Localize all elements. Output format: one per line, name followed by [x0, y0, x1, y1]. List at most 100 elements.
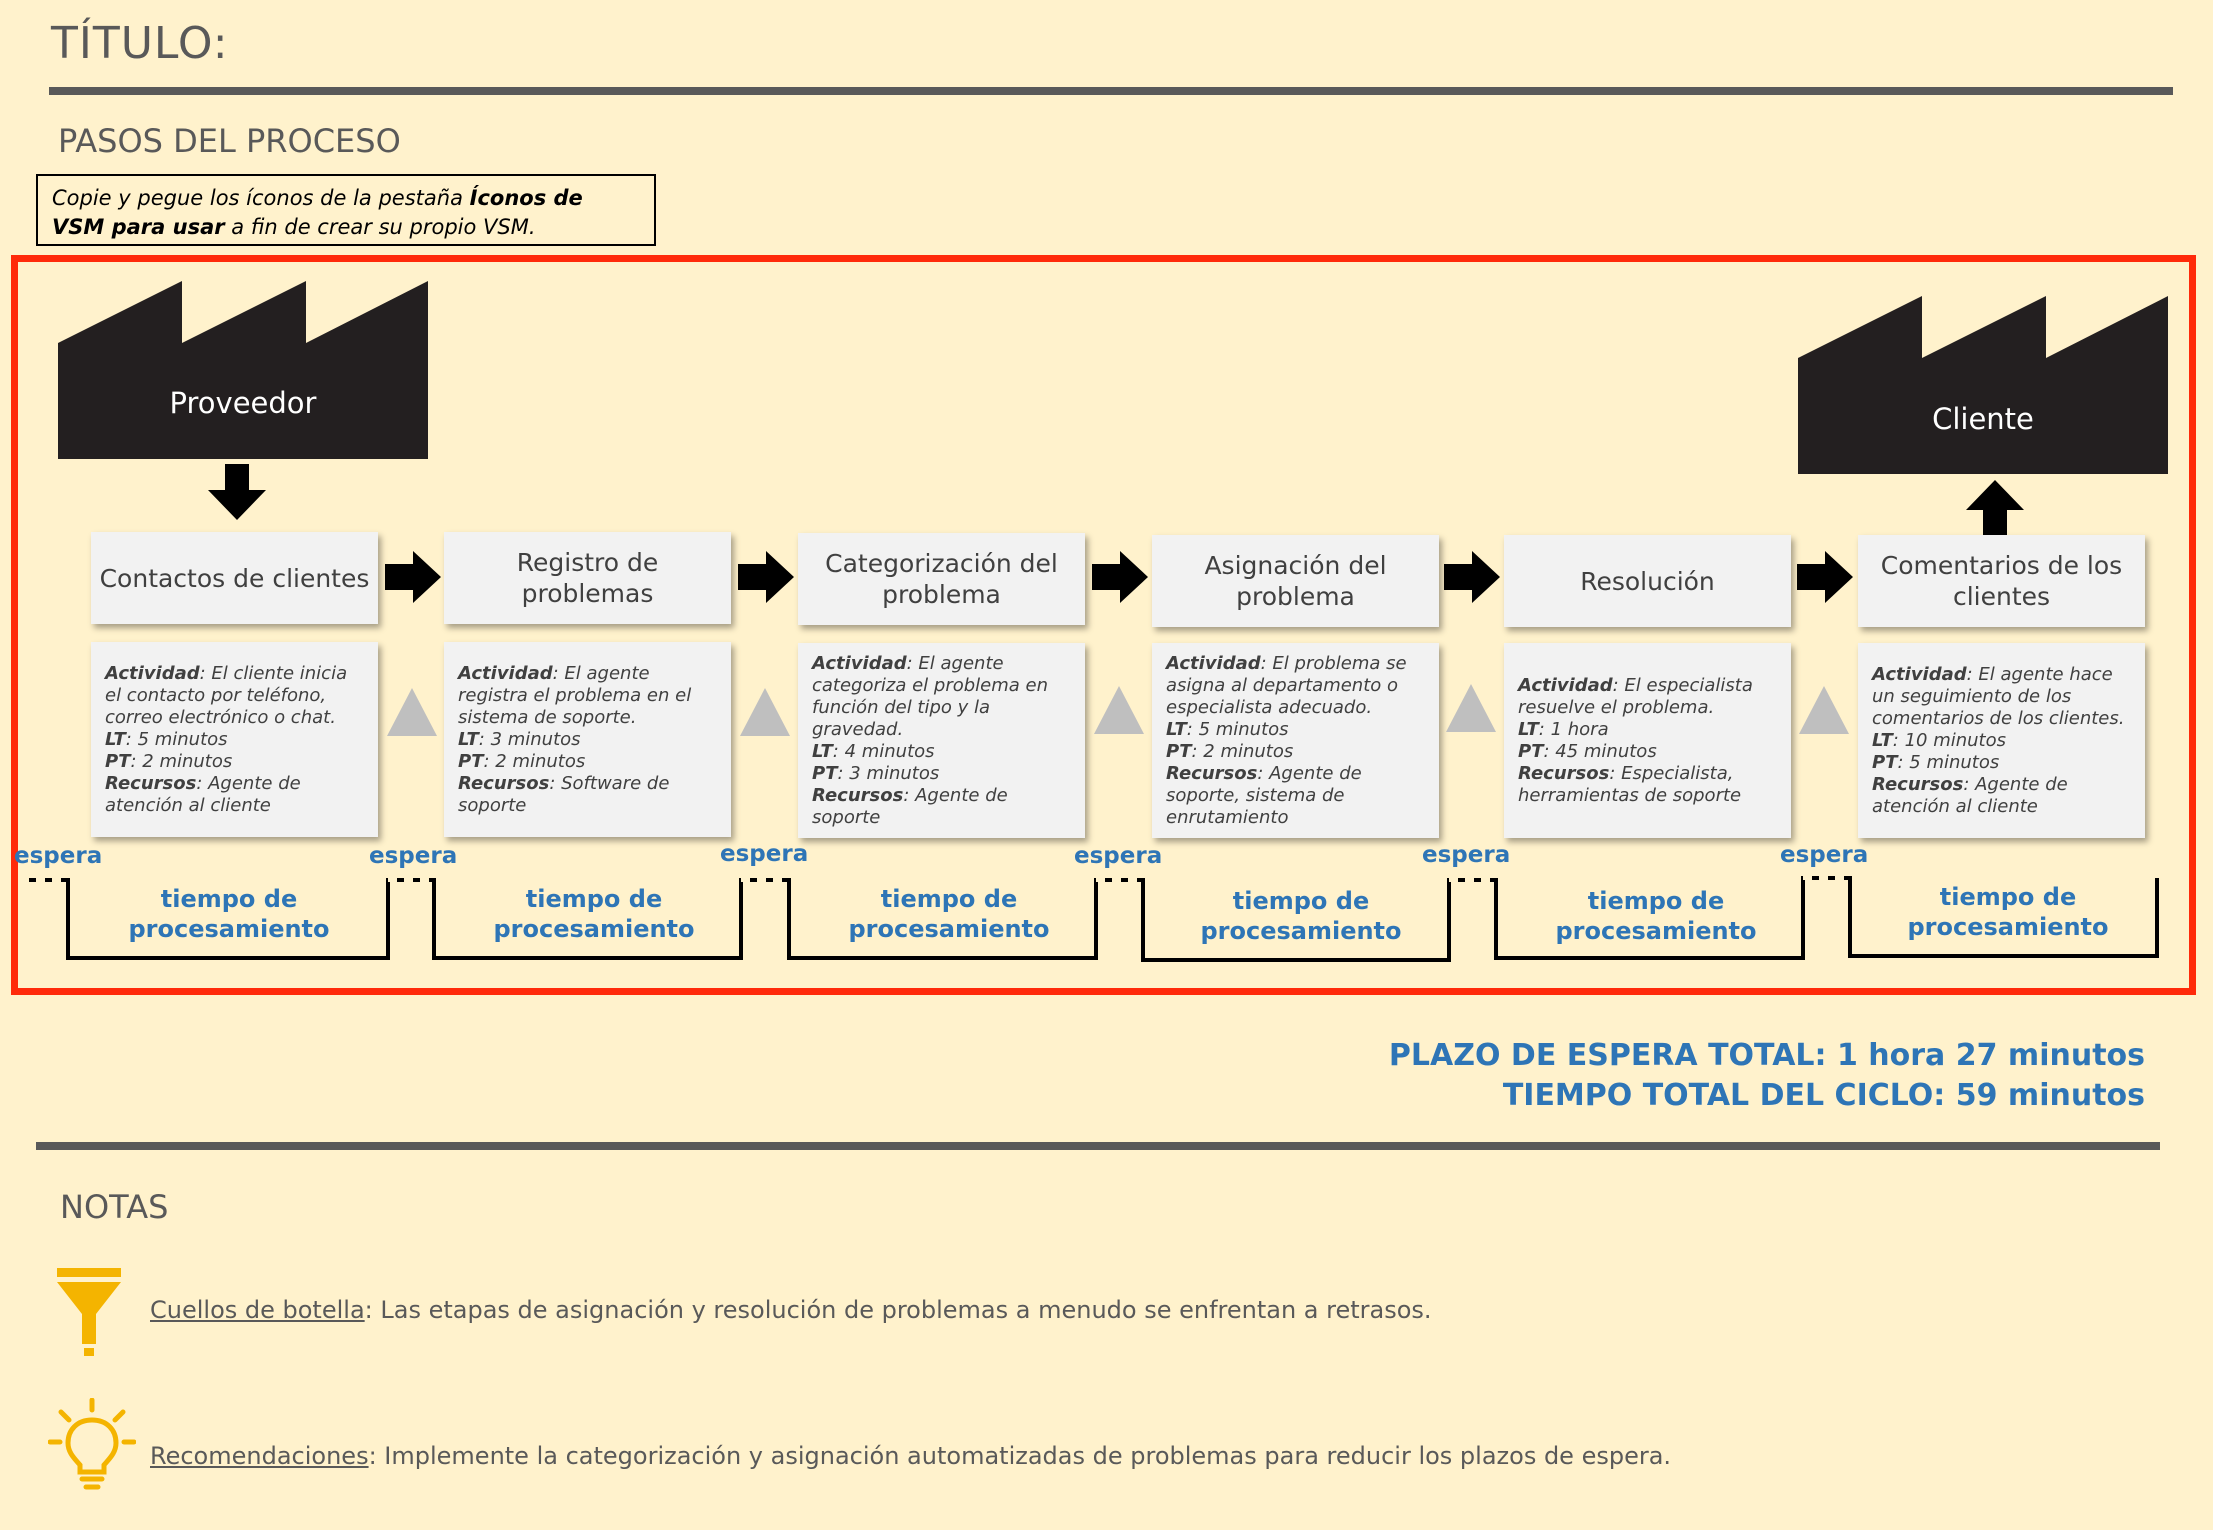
step-4-details: Actividad: El problema se asigna al depa…	[1152, 643, 1439, 838]
wait-label: espera	[1074, 843, 1163, 869]
arrow-right-icon	[1092, 551, 1148, 603]
instruction-box: Copie y pegue los íconos de la pestaña Í…	[36, 174, 656, 246]
inventory-triangle-icon	[1799, 686, 1849, 734]
detail-value: : 5 minutos	[125, 728, 228, 750]
detail-key: LT	[1872, 729, 1893, 751]
note-bottlenecks: Cuellos de botella: Las etapas de asigna…	[150, 1296, 1432, 1324]
detail-value: : Agente de atención al cliente	[1872, 773, 2068, 817]
detail-key: Recursos	[1518, 762, 1610, 784]
detail-value: : El cliente inicia el contacto por telé…	[105, 662, 348, 728]
diagram-frame	[11, 255, 2196, 995]
wait-label: espera	[1422, 842, 1511, 868]
arrow-right-icon	[738, 551, 794, 603]
inventory-triangle-icon	[1446, 684, 1496, 732]
arrow-down-icon	[208, 464, 266, 520]
arrow-up-icon	[1966, 480, 2024, 536]
detail-key: Recursos	[812, 784, 904, 806]
process-step-1: Contactos de clientes	[91, 532, 378, 624]
detail-value: : El problema se asigna al departamento …	[1166, 652, 1407, 718]
detail-value: : 3 minutos	[837, 762, 940, 784]
supplier-label: Proveedor	[169, 386, 317, 420]
arrow-right-icon	[1797, 551, 1853, 603]
detail-value: : 2 minutos	[130, 750, 233, 772]
detail-value: : El agente hace un seguimiento de los c…	[1872, 663, 2125, 729]
total-cycle-time: TIEMPO TOTAL DEL CICLO: 59 minutos	[1502, 1078, 2145, 1113]
customer-factory-icon	[1798, 296, 2168, 474]
detail-key: LT	[812, 740, 833, 762]
detail-key: Actividad	[1518, 674, 1613, 696]
detail-key: Recursos	[1166, 762, 1258, 784]
inventory-triangle-icon	[387, 688, 437, 736]
wait-label: espera	[369, 843, 458, 869]
detail-value: : El agente registra el problema en el s…	[458, 662, 692, 728]
timeline-ladder	[20, 876, 2159, 962]
detail-value: : Software de soporte	[458, 772, 670, 816]
detail-value: : 45 minutos	[1543, 740, 1657, 762]
customer-label: Cliente	[1932, 402, 2034, 436]
detail-key: Recursos	[458, 772, 550, 794]
inventory-triangle-icon	[740, 688, 790, 736]
title-divider	[49, 87, 2173, 95]
detail-value: : 5 minutos	[1186, 718, 1289, 740]
section-heading: PASOS DEL PROCESO	[58, 122, 401, 160]
step-1-details: Actividad: El cliente inicia el contacto…	[91, 642, 378, 837]
detail-key: PT	[458, 750, 484, 772]
instruction-text-end: a fin de crear su propio VSM.	[224, 215, 536, 239]
note-body: : Implemente la categorización y asignac…	[368, 1442, 1672, 1470]
process-step-5: Resolución	[1504, 535, 1791, 627]
notes-heading: NOTAS	[60, 1188, 169, 1226]
detail-key: LT	[1518, 718, 1539, 740]
detail-key: PT	[105, 750, 131, 772]
supplier-factory-icon	[58, 281, 428, 459]
detail-value: : 4 minutos	[832, 740, 935, 762]
detail-value: : 2 minutos	[1191, 740, 1294, 762]
detail-key: LT	[105, 728, 126, 750]
inventory-triangle-icon	[1094, 686, 1144, 734]
page-title: TÍTULO:	[51, 18, 229, 69]
note-title: Cuellos de botella	[150, 1296, 365, 1324]
step-2-details: Actividad: El agente registra el problem…	[444, 642, 731, 837]
detail-value: : Especialista, herramientas de soporte	[1518, 762, 1742, 806]
notes-divider	[36, 1142, 2160, 1150]
step-6-details: Actividad: El agente hace un seguimiento…	[1858, 643, 2145, 838]
wait-label: espera	[720, 841, 809, 867]
detail-value: : 2 minutos	[483, 750, 586, 772]
detail-key: Actividad	[105, 662, 200, 684]
process-step-2: Registro de problemas	[444, 532, 731, 624]
process-step-3: Categorización del problema	[798, 533, 1085, 625]
note-recommendations: Recomendaciones: Implemente la categoriz…	[150, 1442, 1671, 1470]
detail-value: : El especialista resuelve el problema.	[1518, 674, 1753, 718]
detail-key: Actividad	[812, 652, 907, 674]
detail-key: PT	[1872, 751, 1898, 773]
detail-value: : 5 minutos	[1897, 751, 2000, 773]
detail-key: LT	[1166, 718, 1187, 740]
detail-value: : Agente de soporte, sistema de enrutami…	[1166, 762, 1362, 828]
detail-key: PT	[1518, 740, 1544, 762]
instruction-emphasis: Íconos de VSM para usar	[52, 186, 583, 239]
process-step-6: Comentarios de los clientes	[1858, 535, 2145, 627]
detail-value: : 1 hora	[1538, 718, 1609, 740]
detail-value: : Agente de soporte	[812, 784, 1008, 828]
detail-key: Recursos	[1872, 773, 1964, 795]
detail-key: Actividad	[1166, 652, 1261, 674]
detail-key: PT	[812, 762, 838, 784]
detail-key: Recursos	[105, 772, 197, 794]
detail-value: : El agente categoriza el problema en fu…	[812, 652, 1049, 740]
detail-key: Actividad	[1872, 663, 1967, 685]
detail-value: : 3 minutos	[478, 728, 581, 750]
arrow-right-icon	[1444, 551, 1500, 603]
note-body: : Las etapas de asignación y resolución …	[364, 1296, 1432, 1324]
note-title: Recomendaciones	[150, 1442, 369, 1470]
arrow-right-icon	[385, 551, 441, 603]
instruction-text: Copie y pegue los íconos de la pestaña	[52, 186, 470, 210]
total-lead-time: PLAZO DE ESPERA TOTAL: 1 hora 27 minutos	[1388, 1038, 2145, 1073]
detail-key: PT	[1166, 740, 1192, 762]
wait-label: espera	[14, 843, 103, 869]
step-5-details: Actividad: El especialista resuelve el p…	[1504, 643, 1791, 838]
detail-key: Actividad	[458, 662, 553, 684]
wait-label: espera	[1780, 842, 1869, 868]
